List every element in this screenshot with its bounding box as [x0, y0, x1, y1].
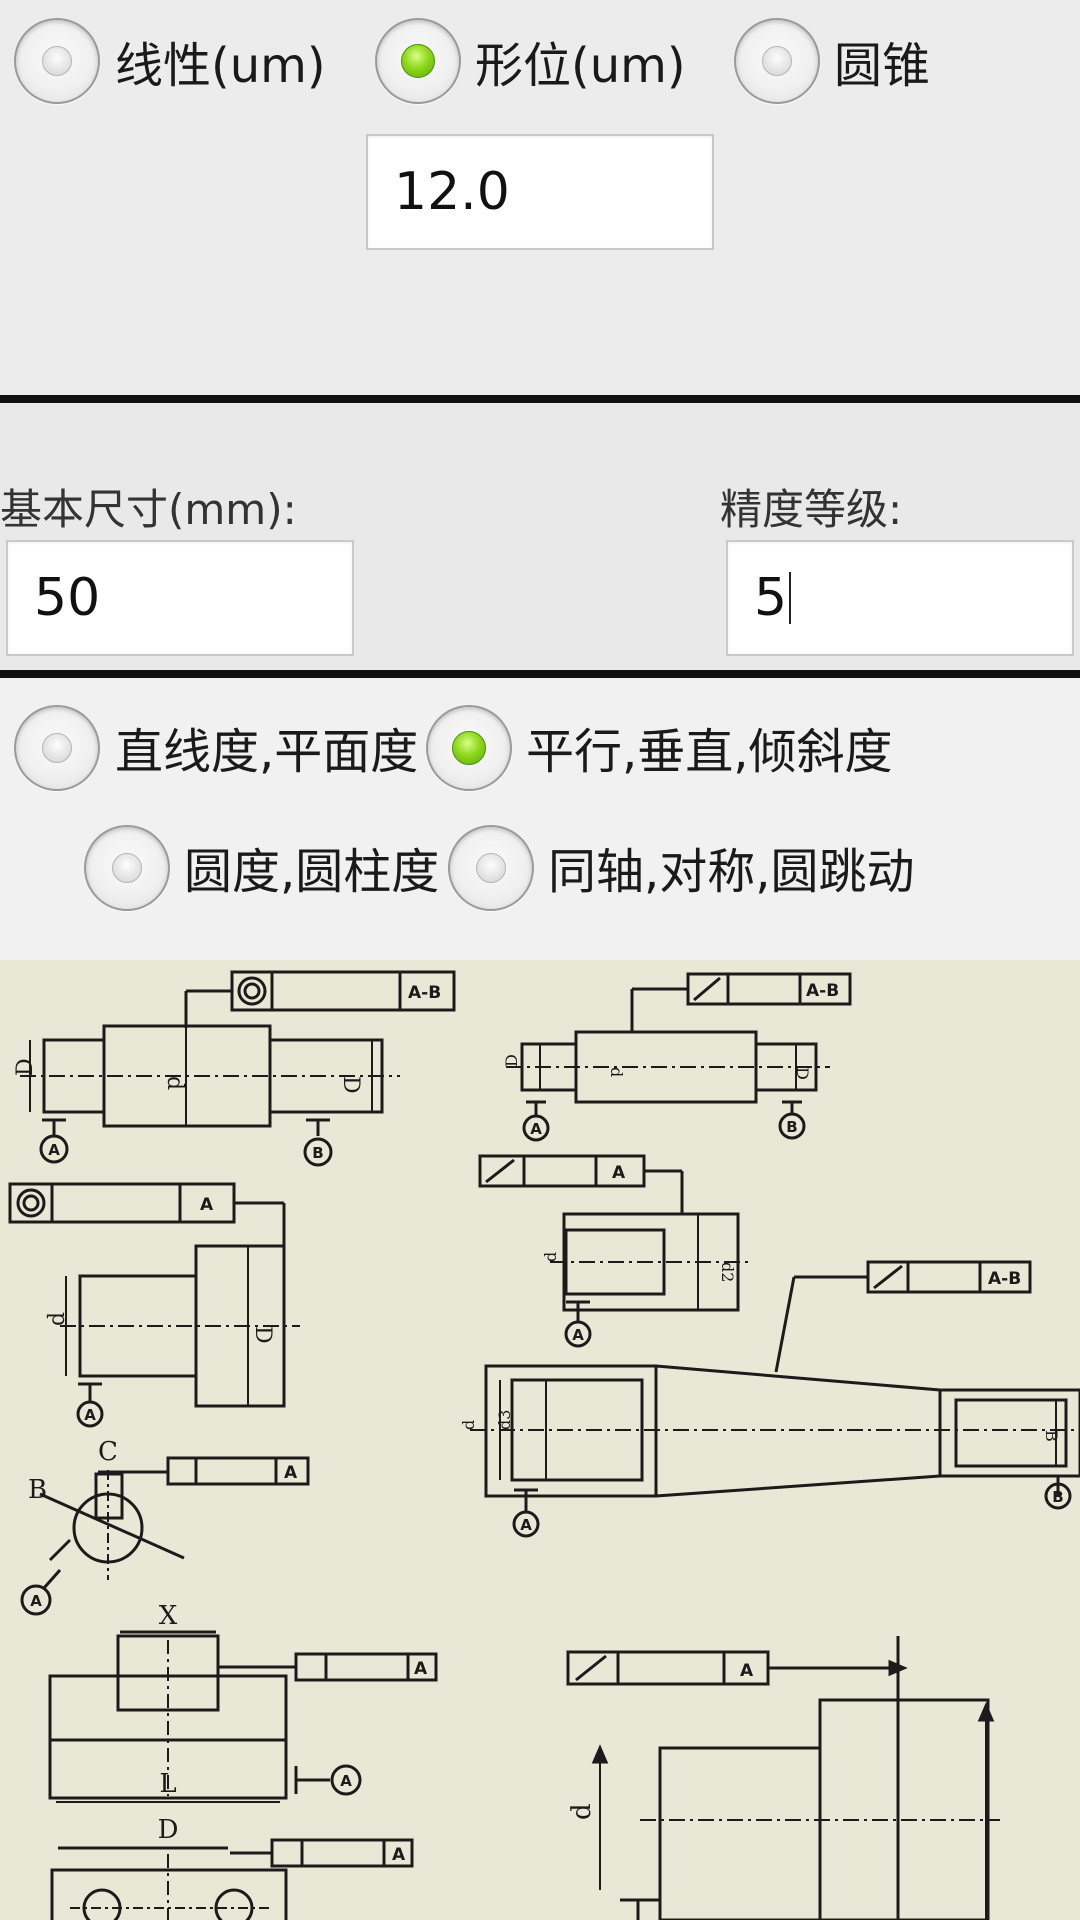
- divider-middle: [0, 670, 1080, 678]
- datum-circle-label: A: [84, 1406, 96, 1424]
- radio-linear[interactable]: [14, 18, 100, 104]
- grade-value: 5: [754, 568, 788, 628]
- dimension-label: D: [793, 1067, 812, 1080]
- dimension-label: d2: [718, 1262, 737, 1282]
- basic-size-label: 基本尺寸(mm):: [0, 485, 297, 534]
- radio-roundness-cylindricity-label: 圆度,圆柱度: [184, 844, 440, 900]
- datum-circle-label: B: [1052, 1488, 1063, 1506]
- dimension-label: D: [13, 1058, 38, 1076]
- datum-circle-label: A: [572, 1326, 584, 1344]
- datum-circle-label: A: [30, 1592, 42, 1610]
- radio-parallel-perpendicular[interactable]: [426, 705, 512, 791]
- radio-form-position[interactable]: [375, 18, 461, 104]
- dimension-label: D: [250, 1326, 275, 1344]
- datum-label: A: [740, 1661, 754, 1681]
- tolerance-diagram-svg: A-B A-B A A A-B A A A A A B A B A A A B …: [8, 970, 1080, 1920]
- radio-dot: [762, 46, 792, 76]
- datum-label: A: [414, 1659, 428, 1679]
- result-field[interactable]: 12.0: [366, 134, 714, 250]
- radio-straightness-flatness-label: 直线度,平面度: [115, 724, 419, 780]
- dimension-label: d3: [495, 1410, 514, 1430]
- dimension-label: L: [159, 1769, 176, 1799]
- radio-coaxial-symmetry-runout[interactable]: [448, 825, 534, 911]
- dimension-label: d: [567, 1803, 597, 1820]
- dimension-label: d: [541, 1252, 560, 1262]
- datum-circle-label: A: [340, 1772, 352, 1790]
- datum-label: A-B: [806, 981, 839, 1001]
- radio-linear-label: 线性(um): [115, 38, 326, 94]
- radio-straightness-flatness[interactable]: [14, 705, 100, 791]
- datum-circle-label: A: [48, 1141, 60, 1159]
- dimension-label: B: [1042, 1430, 1061, 1442]
- radio-coaxial-symmetry-runout-label: 同轴,对称,圆跳动: [548, 844, 915, 900]
- radio-dot: [112, 853, 142, 883]
- radio-dot: [42, 733, 72, 763]
- basic-size-input[interactable]: 50: [6, 540, 354, 656]
- datum-label: A: [284, 1463, 298, 1483]
- grade-input[interactable]: 5: [726, 540, 1074, 656]
- datum-circle-label: B: [786, 1118, 797, 1136]
- datum-label: A: [392, 1845, 406, 1865]
- dimension-label: D: [502, 1054, 521, 1067]
- dimension-label: d: [162, 1076, 187, 1090]
- radio-cone-label: 圆锥: [834, 38, 931, 94]
- result-value: 12.0: [394, 162, 510, 222]
- divider-top: [0, 395, 1080, 403]
- datum-label: A-B: [408, 983, 441, 1003]
- datum-circle-label: A: [530, 1120, 542, 1138]
- dimension-label: D: [338, 1076, 363, 1094]
- datum-label: A-B: [988, 1269, 1021, 1289]
- datum-label: A: [612, 1163, 626, 1183]
- basic-size-value: 50: [34, 568, 101, 628]
- radio-parallel-perpendicular-label: 平行,垂直,倾斜度: [526, 724, 893, 780]
- dimension-label: D: [158, 1815, 179, 1845]
- radio-dot: [401, 44, 435, 78]
- dimension-label: B: [28, 1475, 47, 1505]
- datum-circle-label: A: [520, 1516, 532, 1534]
- dimension-label: X: [159, 1601, 178, 1631]
- radio-dot: [476, 853, 506, 883]
- tolerance-diagram: A-B A-B A A A-B A A A A A B A B A A A B …: [0, 960, 1080, 1920]
- dimension-label: d: [45, 1312, 70, 1326]
- dimension-label: C: [98, 1437, 118, 1467]
- text-cursor: [789, 572, 792, 624]
- radio-form-position-label: 形位(um): [475, 38, 686, 94]
- dimension-label: d: [607, 1067, 626, 1077]
- datum-label: A: [200, 1195, 214, 1215]
- datum-circle-label: B: [312, 1144, 323, 1162]
- radio-roundness-cylindricity[interactable]: [84, 825, 170, 911]
- radio-cone[interactable]: [734, 18, 820, 104]
- grade-label: 精度等级:: [720, 485, 903, 534]
- radio-dot: [452, 731, 486, 765]
- dimension-label: d: [459, 1420, 478, 1430]
- radio-dot: [42, 46, 72, 76]
- tolerance-panel: [0, 678, 1080, 960]
